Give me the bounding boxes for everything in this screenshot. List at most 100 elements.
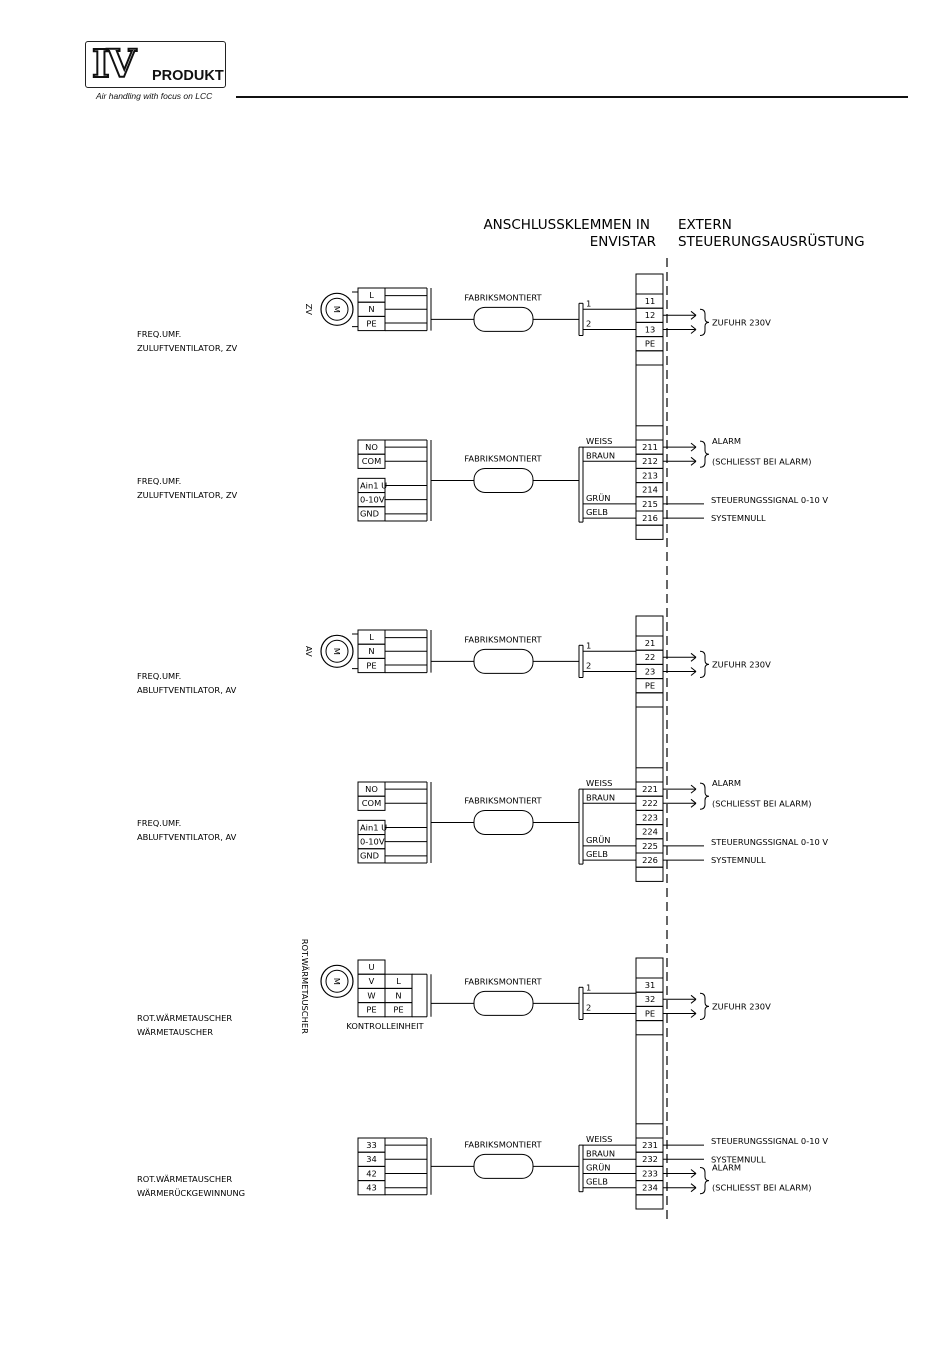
terminal-strip-cell xyxy=(635,866,664,882)
motor-symbol xyxy=(320,634,354,668)
motor-symbol-inner xyxy=(325,639,349,663)
device-label-line2: WÄRMERÜCKGEWINNUNG xyxy=(137,1188,245,1198)
device-terminal-label: GND xyxy=(360,509,379,519)
device-terminal-label: COM xyxy=(362,798,381,808)
factory-cable-symbol xyxy=(473,809,534,835)
logo-tagline: Air handling with focus on LCC xyxy=(96,91,213,101)
strip-terminal-label: 11 xyxy=(645,296,656,306)
wire-number-1: 1 xyxy=(586,298,591,308)
device-label-line2: WÄRMETAUSCHER xyxy=(137,1027,213,1037)
strip-terminal-label: 216 xyxy=(642,513,658,523)
terminal-strip-cell xyxy=(635,767,664,783)
control-terminal-label: L xyxy=(396,976,401,986)
factory-cable-symbol xyxy=(473,467,534,493)
wire-color-label: BRAUN xyxy=(586,792,615,802)
logo-name: PRODUKT xyxy=(152,68,224,84)
strip-terminal-label: 232 xyxy=(642,1154,658,1164)
motor-symbol xyxy=(320,964,354,998)
header-terminals-line2: ENVISTAR xyxy=(590,234,656,250)
motor-letter: M xyxy=(332,648,342,655)
device-terminal-label: COM xyxy=(362,456,381,466)
wire-line xyxy=(690,1013,697,1018)
brace-symbol xyxy=(699,992,710,1020)
device-label-line1: FREQ.UMF. xyxy=(137,671,181,681)
strip-terminal-label: 214 xyxy=(642,485,658,495)
external-alarm-note: (SCHLIESST BEI ALARM) xyxy=(712,1183,811,1193)
factory-mounted-label: FABRIKSMONTIERT xyxy=(464,292,542,302)
wire-color-label: GELB xyxy=(586,849,608,859)
factory-cable-symbol xyxy=(473,1153,534,1179)
wire-number-2: 2 xyxy=(586,661,591,671)
strip-terminal-label: PE xyxy=(645,339,655,349)
strip-terminal-label: 22 xyxy=(645,652,656,662)
strip-terminal-label: 21 xyxy=(645,638,656,648)
motor-terminal-label: V xyxy=(369,976,375,986)
device-terminal-label: 0-10V xyxy=(360,495,385,505)
wire-color-label: WEISS xyxy=(586,778,612,788)
wire-number-1: 1 xyxy=(586,640,591,650)
external-alarm-label: ALARM xyxy=(712,436,741,446)
motor-terminal-label: PE xyxy=(366,1005,376,1015)
brace-symbol xyxy=(699,650,710,678)
strip-terminal-label: 224 xyxy=(642,827,658,837)
wire-line xyxy=(690,1009,697,1014)
control-terminal-cell xyxy=(384,1002,413,1018)
strip-terminal-label: 215 xyxy=(642,499,658,509)
terminal-strip-cell xyxy=(635,425,664,441)
factory-mounted-label: FABRIKSMONTIERT xyxy=(464,976,542,986)
motor-terminal-label: U xyxy=(368,962,374,972)
wire-line xyxy=(690,442,697,448)
device-tag-label: ZV xyxy=(304,304,314,316)
device-terminal-label: PE xyxy=(366,318,376,328)
device-terminal-label: 34 xyxy=(366,1154,377,1164)
device-label-line1: FREQ.UMF. xyxy=(137,329,181,339)
control-unit-label: KONTROLLEINHEIT xyxy=(346,1021,424,1031)
device-terminal-label: N xyxy=(368,304,374,314)
device-label-line1: FREQ.UMF. xyxy=(137,818,181,828)
terminal-strip-cell xyxy=(635,692,664,708)
wire-line xyxy=(690,460,697,466)
device-tag-label: AV xyxy=(304,646,314,657)
device-terminal-label: N xyxy=(368,646,374,656)
brace-symbol xyxy=(699,782,710,810)
wire-color-label: GELB xyxy=(586,507,608,517)
device-terminal-label: NO xyxy=(365,442,378,452)
factory-mounted-label: FABRIKSMONTIERT xyxy=(464,634,542,644)
external-supply-label: ZUFUHR 230V xyxy=(712,1002,771,1012)
wire-color-label: BRAUN xyxy=(586,450,615,460)
external-null-label: SYSTEMNULL xyxy=(711,1154,766,1164)
external-alarm-label: ALARM xyxy=(712,1163,741,1173)
device-label-line2: ABLUFTVENTILATOR, AV xyxy=(137,832,237,842)
wire-color-label: GELB xyxy=(586,1177,608,1187)
device-terminal-label: Ain1 U xyxy=(360,822,387,832)
control-terminal-label: PE xyxy=(393,1005,403,1015)
wire-color-label: GRÜN xyxy=(586,835,610,845)
external-signal-label: STEUERUNGSSIGNAL 0-10 V xyxy=(711,837,828,847)
strip-terminal-label: 223 xyxy=(642,812,658,822)
device-terminal-label: 42 xyxy=(366,1168,377,1178)
device-terminal-label: 33 xyxy=(366,1140,377,1150)
brace-symbol xyxy=(699,1167,710,1195)
wire-color-label: GRÜN xyxy=(586,493,610,503)
device-terminal-label: 43 xyxy=(366,1183,377,1193)
wire-number-2: 2 xyxy=(586,319,591,329)
terminal-strip-cell xyxy=(635,350,664,366)
device-label-line1: FREQ.UMF. xyxy=(137,476,181,486)
wire-line xyxy=(690,656,697,662)
logo: IV PRODUKT xyxy=(85,41,226,88)
header-rule xyxy=(236,96,908,98)
factory-mounted-label: FABRIKSMONTIERT xyxy=(464,453,542,463)
wire-line xyxy=(690,998,697,1004)
strip-terminal-label: PE xyxy=(645,1008,655,1018)
terminal-strip-head xyxy=(635,957,664,979)
device-terminal-label: GND xyxy=(360,851,379,861)
wire-line xyxy=(690,798,697,804)
motor-wire xyxy=(352,633,358,670)
external-supply-label: ZUFUHR 230V xyxy=(712,318,771,328)
strip-terminal-label: 13 xyxy=(645,324,656,334)
strip-terminal-label: 31 xyxy=(645,980,656,990)
device-terminal-label: PE xyxy=(366,660,376,670)
wire-line xyxy=(690,788,697,794)
